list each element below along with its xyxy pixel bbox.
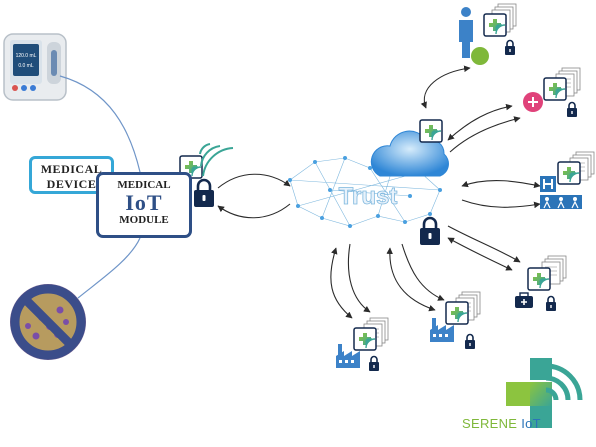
module-lock-icon: [192, 178, 216, 209]
arrow-module-to-cloud: [217, 173, 291, 189]
arrow-cloud-patient: [420, 65, 471, 109]
arrow-cloud-hospital-2: [461, 199, 541, 209]
arrow-cloud-pharmacy-2: [447, 225, 521, 263]
lab-lock-icon: [566, 101, 578, 118]
medical-device-line1: MEDICAL: [40, 162, 103, 176]
cloud-iot-badge: [419, 119, 443, 143]
pump-connector-line: [59, 75, 141, 173]
medical-iot-module-label: MEDICAL IoT MODULE: [96, 172, 192, 238]
industry-right-lock-icon: [464, 333, 476, 350]
medical-device-label: MEDICAL DEVICE: [29, 156, 114, 194]
node-industry-left: [336, 317, 389, 372]
patient-person-icon: [459, 7, 473, 58]
serene-iot-logo-mark: [506, 358, 583, 428]
arrow-cloud-lab: [447, 103, 513, 141]
node-industry-right: [430, 291, 481, 350]
pump-screen-line2: 0.0 mL: [18, 63, 34, 69]
arrow-cloud-industry-left: [330, 247, 353, 319]
logo-word-serene: SERENE: [462, 416, 518, 431]
no-pathogen-icon: [10, 284, 86, 360]
hospital-iot-badge: [557, 161, 581, 185]
patient-badge-icon: [471, 47, 489, 65]
arrow-cloud-industry-right-2: [401, 243, 445, 301]
patient-iot-badge: [483, 13, 507, 37]
pharmacy-lock-icon: [545, 295, 557, 312]
module-line2: IoT: [125, 190, 163, 215]
arrow-cloud-to-module: [217, 203, 291, 219]
module-iot-badge: [179, 143, 234, 179]
arrow-cloud-hospital: [461, 180, 541, 189]
module-line1: MEDICAL: [117, 179, 171, 191]
cloud-lock-icon: [418, 216, 442, 247]
serene-iot-logo-text: SERENE IoT: [462, 416, 541, 431]
node-lab: [523, 67, 581, 118]
node-hospital: [540, 151, 595, 209]
mesh-nodes: [288, 156, 442, 228]
infusion-pump-icon: 120.0 mL 0.0 mL: [3, 33, 67, 101]
trust-label: Trust: [339, 183, 398, 210]
arrow-cloud-industry-left-2: [347, 243, 371, 313]
pump-screen-line1: 120.0 mL: [16, 53, 37, 59]
arrow-cloud-lab-2: [449, 116, 521, 153]
node-patient: [459, 3, 517, 65]
pathogen-connector-line: [77, 237, 141, 299]
lab-iot-badge: [543, 77, 567, 101]
arrow-cloud-industry-right: [386, 247, 436, 312]
industry-right-iot-badge: [445, 301, 469, 325]
arrow-cloud-pharmacy: [447, 237, 513, 271]
node-pharmacy: [515, 255, 567, 312]
medical-device-line2: DEVICE: [46, 177, 97, 191]
patient-lock-icon: [504, 39, 516, 56]
industry-left-iot-badge: [353, 327, 377, 351]
industry-left-lock-icon: [368, 355, 380, 372]
pharmacy-iot-badge: [527, 267, 551, 291]
module-line3: MODULE: [119, 214, 169, 226]
logo-word-iot: IoT: [521, 416, 541, 431]
trust-network-mesh: [289, 157, 441, 227]
